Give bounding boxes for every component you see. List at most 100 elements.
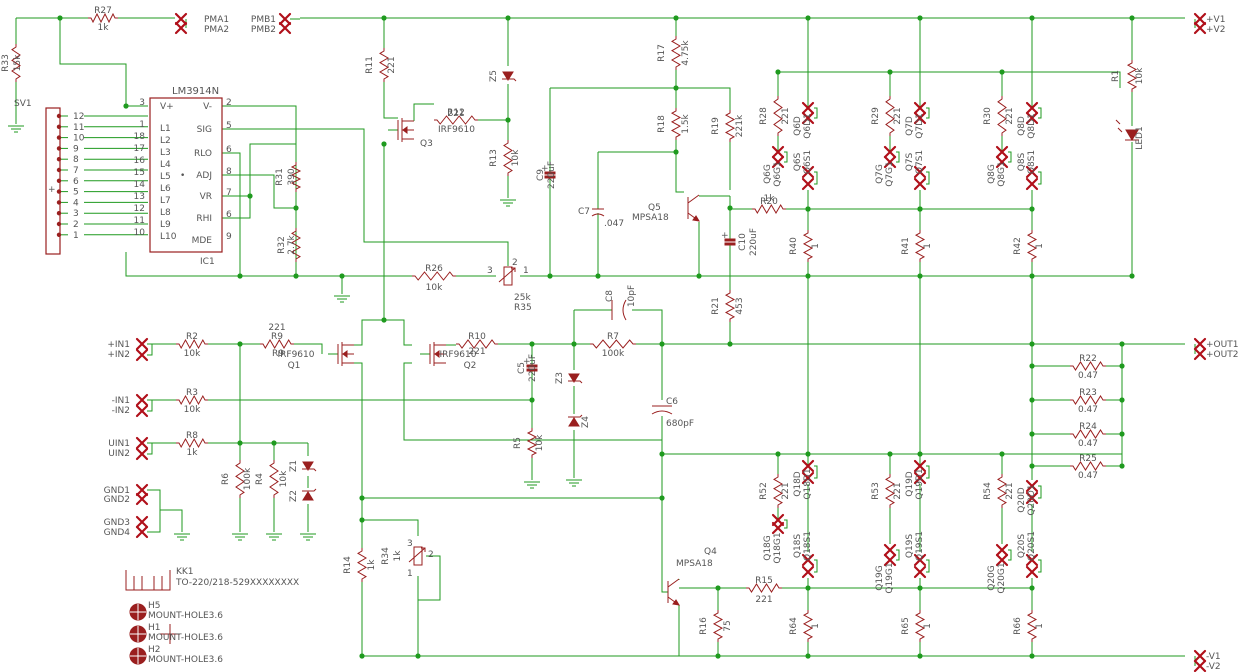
input-connector-label: -IN2 [112,406,130,416]
c6-ref: C6 [666,397,678,407]
ic1-pin-number: 8 [226,167,232,177]
q2-part: IRF9610 [440,350,477,360]
resistor [260,339,294,349]
pad-label: Q18S1 [803,531,813,561]
ic1-pin-label: L10 [160,232,177,242]
pad-label: Q20G1 [997,562,1007,593]
pad-label: Q19G [875,565,885,591]
q4-part: MPSA18 [676,559,713,569]
resistor-ref: R25 [1079,454,1097,464]
capacitor-value: 220uF [528,354,538,382]
ic1-pin-label: V- [203,102,212,112]
sv1-pin-num: 7 [73,166,79,176]
resistor-value: 10k [511,149,521,166]
resistor-value: 4.75k [681,40,691,66]
sv1-pin-num: 10 [73,134,85,144]
pad-x-mark [1025,479,1039,493]
ic1-pin-number: 17 [134,144,145,154]
pad-x-mark [883,155,897,169]
resistor [526,428,538,458]
resistor-ref: R20 [760,197,778,207]
capacitor-ref: C10 [738,233,748,251]
pad-label: Q7S1 [915,150,925,174]
zener-ref: Z1 [289,460,299,472]
resistor-ref: R11 [365,56,375,74]
gnd-connector-label: GND1 [104,486,130,496]
resistor-ref: R52 [759,482,769,500]
pad-x-mark [995,543,1009,557]
junction-dot [237,440,243,446]
pad-label: Q20S1 [1027,531,1037,561]
plus-sign: + [48,185,56,195]
resistor [176,338,208,350]
c8-ref: C8 [605,290,615,302]
input-connector-label: -IN1 [112,396,130,406]
resistor [773,96,783,136]
junction-dot [381,141,387,147]
pad-x-mark [135,447,149,461]
resistor [746,583,782,593]
resistor-value: 1k [367,559,377,571]
resistor-value: 221 [781,482,791,499]
resistor-ref: R21 [711,297,721,315]
pad-label: Q18G [763,535,773,561]
resistor-value: 221 [1005,107,1015,124]
ground-symbol [232,533,248,541]
pad-label: Q8G [987,164,997,184]
wire [1038,559,1042,573]
pad-x-mark [174,21,188,35]
connector-out2: +OUT2 [1206,350,1238,360]
resistor-value: 453 [735,297,745,314]
wire [403,362,662,441]
zener-bar [568,414,583,418]
resistor-ref: R29 [871,107,881,125]
wire [998,71,1121,88]
resistor [291,228,301,262]
junction-dot [1029,273,1035,279]
wire [814,465,818,479]
resistor-ref: R10 [468,332,486,342]
sv1-pin [56,232,62,237]
trimmer-pin: 1 [407,569,413,579]
capacitor-plate [526,364,538,368]
sv1-pin-num: 3 [73,209,79,219]
connector-out1: +OUT1 [1206,340,1238,350]
pad-label: Q20D [1017,487,1027,513]
resistor [88,12,118,24]
wire [1038,485,1042,499]
resistor-ref: R31 [275,168,285,186]
pad-x-mark [801,177,815,191]
ground-symbol [8,125,24,133]
resistor-value: 15k [13,54,23,71]
junction-dot [887,69,893,75]
pad-label: Q6G1 [773,161,783,187]
wire [294,343,323,354]
junction-dot [887,451,893,457]
capacitor-plate [544,175,556,179]
pad-x-mark [1193,337,1207,351]
q1-part: IRF9610 [278,350,315,360]
q3-part: IRF9610 [438,125,475,135]
connector-pmb2: PMB2 [251,25,276,35]
junction-dot [1029,585,1035,591]
pad-x-mark [1193,659,1207,672]
q3-ref: Q3 [420,139,433,149]
zener-bar [502,78,517,82]
junction-dot [805,451,811,457]
ic1-pin-label: L6 [160,184,171,194]
resistor [724,290,736,322]
connector-pma1: PMA1 [204,15,229,25]
capacitor-plate [724,242,736,246]
sv1-pin-num: 11 [73,123,84,133]
wire [354,319,412,346]
junction-dot [999,69,1005,75]
wire [383,82,398,119]
junction-dot [1119,341,1125,347]
resistor [914,230,926,262]
wire [1008,151,1012,163]
pad-label: Q19S1 [915,531,925,561]
pad-x-mark [995,155,1009,169]
junction-dot [339,273,345,279]
capacitor-ref: C9 [536,169,546,181]
wire [222,143,297,197]
